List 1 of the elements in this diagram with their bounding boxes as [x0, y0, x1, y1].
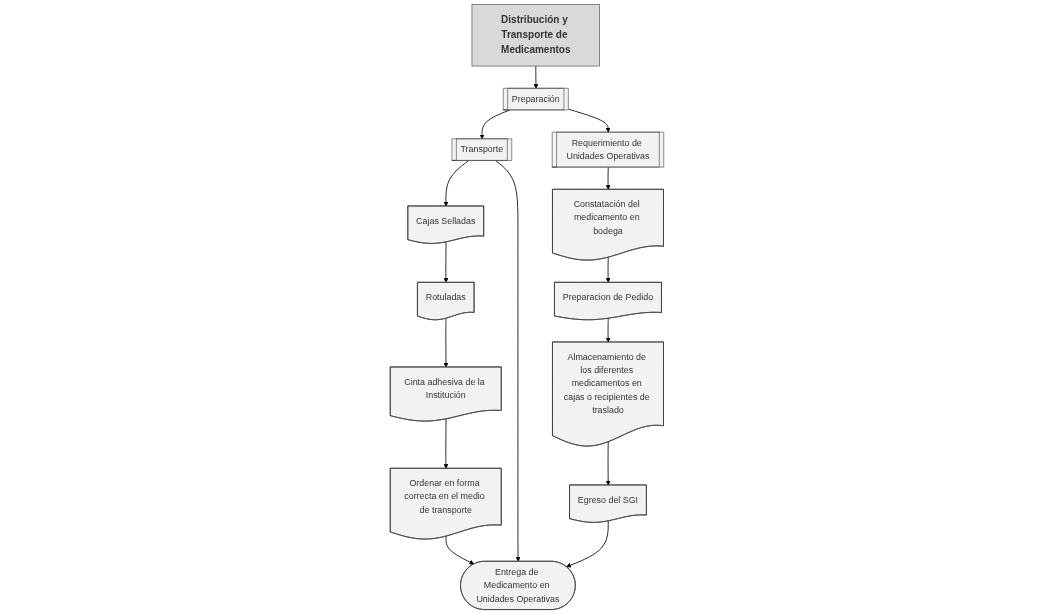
node-box [471, 4, 600, 67]
